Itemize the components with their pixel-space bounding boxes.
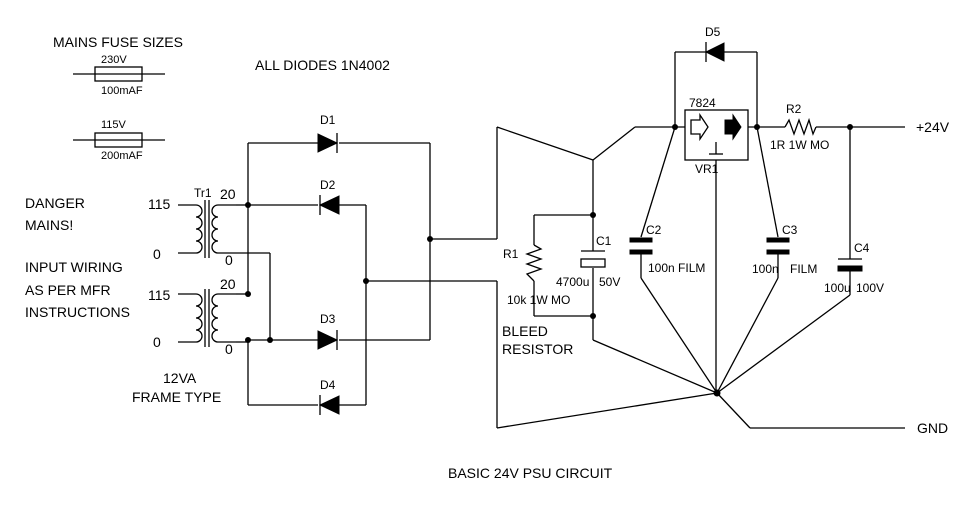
- r1-ref: R1: [503, 247, 519, 261]
- regulator-wiring: [640, 51, 905, 429]
- secondary1-20-label: 20: [220, 186, 236, 202]
- bleed-note-line1: BLEED: [502, 323, 548, 339]
- r2-ref: R2: [786, 102, 802, 116]
- danger-note-line2: MAINS!: [25, 217, 73, 233]
- c3-ref: C3: [782, 223, 798, 237]
- c4-voltage: 100V: [856, 281, 884, 295]
- transformer-symbol: [178, 200, 236, 347]
- diode-type-note: ALL DIODES 1N4002: [255, 57, 390, 73]
- primary2-115-label: 115: [148, 287, 171, 303]
- ground-output-label: GND: [917, 420, 948, 436]
- fuse-230v-voltage: 230V: [101, 54, 127, 66]
- diode-d3-label: D3: [320, 312, 336, 326]
- c1-ref: C1: [596, 234, 612, 248]
- fuse-115v-voltage: 115V: [101, 119, 127, 131]
- diode-d2-symbol: [318, 195, 340, 215]
- diode-d4-symbol: [318, 395, 340, 415]
- fuse-size-panel: MAINS FUSE SIZES 230V 100mAF 115V 200mAF: [53, 34, 183, 162]
- diode-d5-symbol: [704, 42, 725, 62]
- r1-value: 10k 1W MO: [507, 293, 570, 307]
- diode-d5-label: D5: [705, 25, 721, 39]
- wiring-note-line2: AS PER MFR: [25, 282, 111, 298]
- regulator-ref: VR1: [695, 162, 719, 176]
- primary1-115-label: 115: [148, 196, 171, 212]
- bridge-wiring: [236, 126, 718, 429]
- c1-value: 4700u: [556, 275, 589, 289]
- fuse-panel-title: MAINS FUSE SIZES: [53, 34, 183, 50]
- transformer-note-line1: 12VA: [163, 370, 197, 386]
- fuse-115v-rating: 200mAF: [101, 150, 143, 162]
- capacitor-c2-symbol: [629, 237, 653, 255]
- junction-dots: [245, 124, 853, 397]
- secondary2-20-label: 20: [220, 276, 236, 292]
- positive-output-label: +24V: [916, 119, 950, 135]
- capacitor-c3-symbol: [766, 237, 790, 255]
- bleed-note-line2: RESISTOR: [502, 341, 573, 357]
- c3-type: FILM: [790, 262, 817, 276]
- fuse-115v-symbol: [73, 132, 165, 148]
- regulator-part: 7824: [689, 96, 716, 110]
- primary2-0-label: 0: [153, 334, 161, 350]
- resistor-r2-symbol: [784, 117, 817, 136]
- capacitor-c4-symbol: [837, 258, 863, 272]
- filter-wiring: [533, 126, 718, 394]
- secondary1-0-label: 0: [225, 252, 233, 268]
- diode-d1-symbol: [317, 133, 339, 153]
- c4-ref: C4: [854, 241, 870, 255]
- diagram-caption: BASIC 24V PSU CIRCUIT: [448, 465, 613, 481]
- regulator-vr1-symbol: [684, 109, 749, 161]
- diode-d3-symbol: [317, 330, 339, 350]
- c4-value: 100u: [824, 281, 851, 295]
- r2-value: 1R 1W MO: [770, 138, 829, 152]
- danger-note-line1: DANGER: [25, 195, 85, 211]
- diode-d4-label: D4: [320, 378, 336, 392]
- secondary2-0-label: 0: [225, 341, 233, 357]
- bleed-resistor-r1-symbol: [525, 244, 543, 282]
- fuse-230v-symbol: [73, 66, 165, 82]
- capacitor-c1-symbol: [580, 250, 606, 268]
- wiring-note-line3: INSTRUCTIONS: [25, 304, 130, 320]
- c3-value: 100n: [752, 262, 779, 276]
- diode-d2-label: D2: [320, 178, 336, 192]
- c1-voltage: 50V: [599, 275, 620, 289]
- primary1-0-label: 0: [153, 246, 161, 262]
- transformer-note-line2: FRAME TYPE: [132, 389, 221, 405]
- c2-value: 100n FILM: [648, 261, 705, 275]
- wiring-note-line1: INPUT WIRING: [25, 259, 123, 275]
- transformer-ref: Tr1: [194, 186, 212, 200]
- diode-d1-label: D1: [320, 113, 336, 127]
- c2-ref: C2: [646, 223, 662, 237]
- fuse-230v-rating: 100mAF: [101, 85, 143, 97]
